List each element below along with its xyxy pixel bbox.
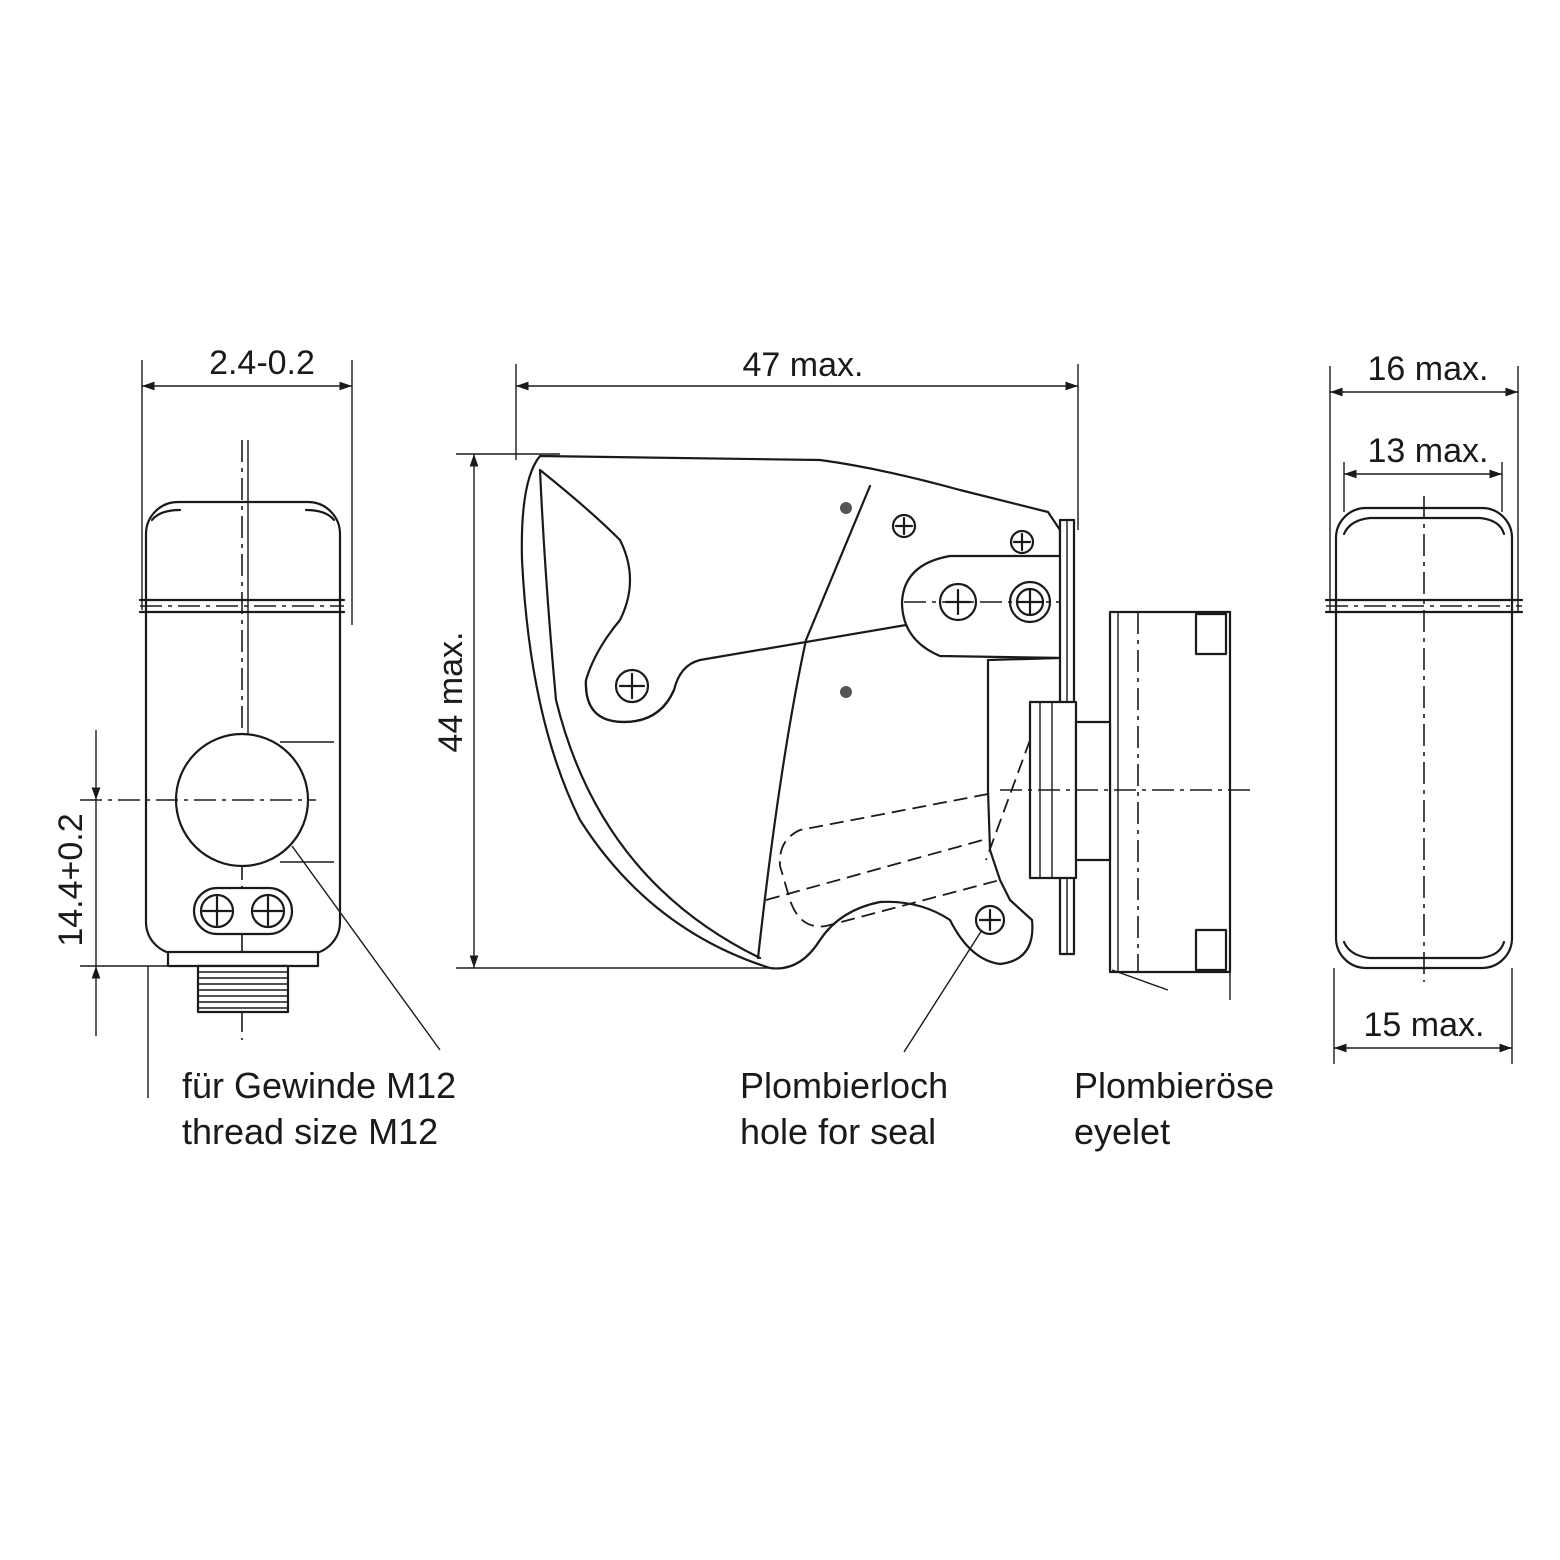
label-eyelet-en: eyelet	[1074, 1111, 1170, 1152]
label-eyelet-de: Plombieröse	[1074, 1065, 1274, 1106]
front-width-dim: 2.4-0.2	[209, 344, 315, 382]
right-inner-dim: 13 max.	[1368, 432, 1489, 470]
label-thread-de: für Gewinde M12	[182, 1065, 456, 1106]
front-height-dim: 14.4+0.2	[52, 813, 90, 946]
side-height-dim: 44 max.	[432, 632, 470, 753]
right-bottom-dim: 15 max.	[1364, 1006, 1485, 1044]
label-seal-hole-de: Plombierloch	[740, 1065, 948, 1106]
label-seal-hole-en: hole for seal	[740, 1111, 936, 1152]
front-screws	[192, 886, 294, 936]
side-width-dim: 47 max.	[743, 346, 864, 384]
seal-hole-leader	[903, 929, 983, 1053]
front-thread	[196, 964, 290, 1014]
end-view: 16 max. 13 max. 15 max.	[1324, 350, 1524, 1064]
label-seal-hole: Plombierloch hole for seal	[740, 1065, 948, 1152]
front-view: 2.4-0.2	[52, 344, 441, 1098]
thread-leader	[291, 845, 441, 1051]
label-eyelet: Plombieröse eyelet	[1074, 1065, 1274, 1152]
switch-body	[1108, 610, 1232, 974]
seal-hole	[974, 904, 1006, 936]
right-outer-dim: 16 max.	[1368, 350, 1489, 388]
front-body	[144, 500, 342, 956]
label-thread-en: thread size M12	[182, 1111, 438, 1152]
side-view: 47 max. 44 max.	[432, 346, 1252, 1000]
label-thread: für Gewinde M12 thread size M12	[182, 1065, 456, 1152]
